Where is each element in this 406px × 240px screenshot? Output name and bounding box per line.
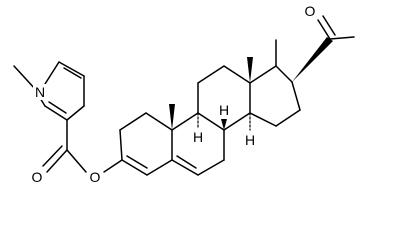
carbonyl-oxygen-label: O: [32, 169, 43, 185]
ring-b-double-inner: [176, 155, 197, 169]
ring-bond-c4-c3: [66, 105, 85, 121]
nitrogen-label: N: [35, 84, 45, 100]
ring-d-bond-5: [249, 65, 277, 84]
steroid-ring-c: [197, 65, 251, 131]
ring-b-bond-4: [197, 159, 225, 176]
ester-group: [42, 119, 123, 173]
acetyl-side-chain: [292, 15, 355, 82]
c17-acetyl-wedge: [292, 37, 333, 82]
ring-bond-c3-c2: [44, 105, 68, 121]
c13-methyl-wedge: [247, 57, 253, 83]
ester-oxygen-label: O: [90, 169, 101, 185]
stereo-hydrogen-c9: H: [193, 112, 203, 145]
ketone-oxygen-label: O: [305, 3, 316, 19]
angular-methyl-c10: [169, 104, 175, 130]
steroid-ring-d: [249, 39, 301, 127]
ring-a-bond-6: [121, 159, 148, 176]
acetyl-co-bond-outer: [317, 19, 331, 40]
dihydropyridine-ring: [13, 61, 85, 121]
c9-hydrogen-label: H: [193, 129, 203, 145]
ring-d-bond-3: [291, 81, 301, 111]
nitrogen-atom: N: [33, 84, 47, 100]
ester-o-steroid-bond: [103, 159, 123, 173]
carbonyl-double-bond-outer: [46, 149, 68, 173]
ring-bond-n-c6: [44, 61, 60, 85]
acetyl-co-bond-inner: [322, 15, 336, 36]
steroid-ring-a: [119, 112, 173, 176]
ring-d-bond-1: [249, 112, 277, 127]
ring-a-double-inner: [126, 155, 148, 169]
c8-hydrogen-label: H: [219, 102, 229, 118]
carbonyl-oxygen-atom: O: [30, 169, 44, 185]
steroid-ring-b: [171, 112, 225, 176]
c10-methyl-wedge: [169, 104, 175, 130]
ring-a-bond-3: [145, 112, 173, 131]
ring-d-bond-2: [275, 109, 301, 127]
ring-c-bond-5: [223, 112, 251, 131]
carbonyl-ester-o-bond: [66, 149, 87, 173]
ring-b-bond-2: [197, 112, 225, 131]
ring-a-bond-1: [119, 129, 123, 161]
ester-oxygen-atom: O: [88, 169, 102, 185]
carbonyl-double-bond-inner: [42, 145, 63, 167]
ring-a-bond-2: [119, 112, 147, 131]
ring-d-bond-4: [275, 65, 293, 83]
ring-c-bond-2: [197, 65, 225, 84]
stereo-hydrogen-c8: H: [219, 102, 229, 130]
ring-bond-c3-c2-inner: [48, 101, 67, 114]
ring-b-bond-5: [171, 159, 199, 176]
ring-bond-c6-c5-inner: [63, 67, 82, 79]
ring-b-bond-1: [171, 112, 199, 131]
ring-c-bond-3: [223, 65, 251, 84]
ketone-oxygen-atom: O: [303, 3, 317, 19]
angular-methyl-c13: [247, 57, 253, 83]
c14-hydrogen-label: H: [245, 132, 255, 148]
c8-wedge: [221, 119, 227, 130]
acetyl-methyl-bond: [329, 36, 355, 40]
ring-bond-c6-c5: [58, 61, 85, 77]
ring-a-bond-5: [146, 159, 173, 176]
stereo-hydrogen-c14: H: [245, 112, 255, 148]
n-methyl-bond: [13, 65, 37, 91]
molecule-structure-diagram: N O O: [13, 3, 355, 185]
